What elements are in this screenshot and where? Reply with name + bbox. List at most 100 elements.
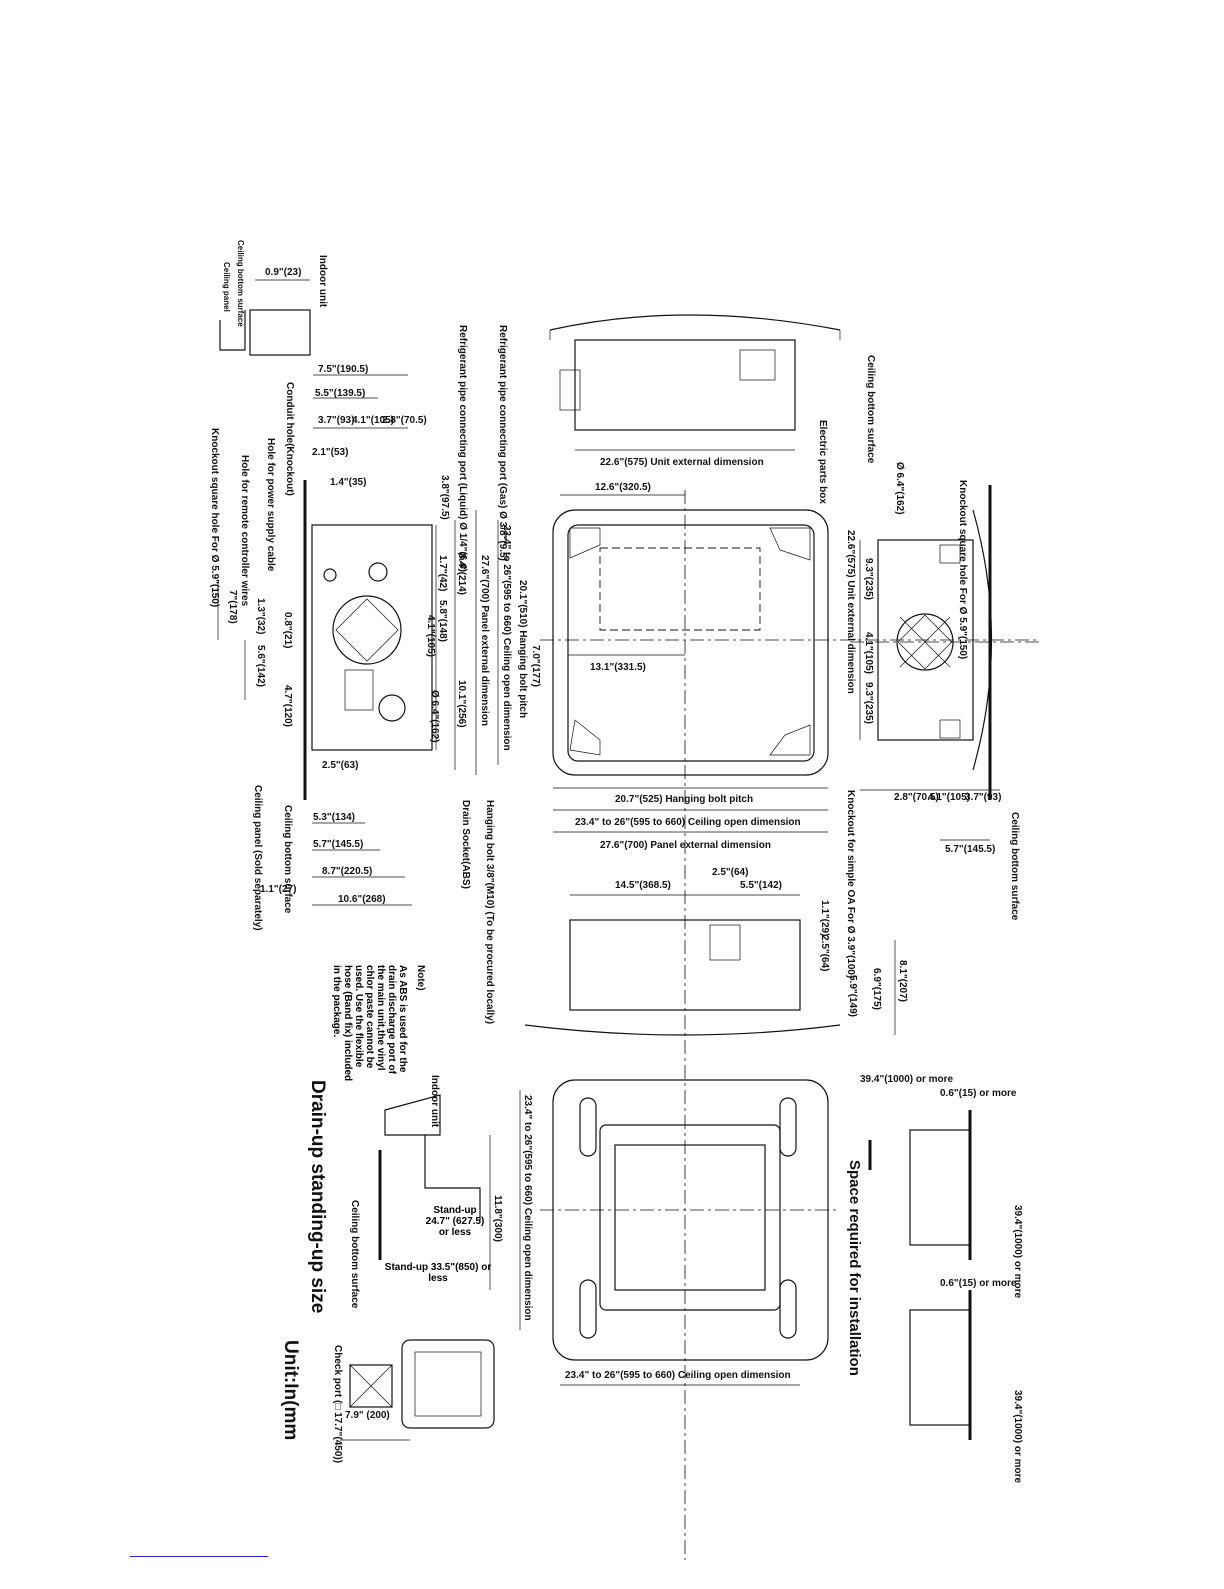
- standup-2-label: Stand-up 33.5"(850) or less: [384, 1262, 492, 1284]
- note-body-box: As ABS is used for the drain discharge p…: [331, 965, 408, 1082]
- dim-2-8-label: 2.8"(70.5): [894, 792, 939, 803]
- dim-1-7-label: 1.7"(42): [437, 555, 448, 591]
- clear-39-4c-label: 39.4"(1000) or more: [1012, 1390, 1023, 1484]
- knockout-circle-left: [332, 595, 402, 665]
- dim-9-3b-label: 9.3"(235): [863, 682, 874, 724]
- bracket-4: [769, 724, 811, 756]
- knockout-square-left-label: Knockout square hole For Ø 5.9"(150): [209, 428, 220, 607]
- hole-remote-label: Hole for remote controller wires: [239, 455, 250, 607]
- hole-power-label: Hole for power supply cable: [265, 438, 276, 572]
- left-plate: [344, 669, 374, 711]
- dim-2-5-left-label: 2.5"(63): [322, 760, 358, 771]
- dim-12-6-label: 12.6"(320.5): [595, 482, 651, 493]
- hanging-bolt-label: Hanging bolt 3/8"(M10) (To be procured l…: [484, 800, 495, 1024]
- check-7-9-label: 7.9" (200): [345, 1410, 390, 1421]
- dim-3-8-label: 3.8"(97.5): [439, 475, 450, 520]
- check-port-detail: Check port (□ 17.7"(450)) 7.9" (200) Uni…: [280, 1339, 495, 1463]
- drain-11-8-label: 11.8"(300): [492, 1195, 503, 1242]
- dim-5-5-lower-label: 5.5"(142): [740, 880, 782, 891]
- standup-2-box: Stand-up 33.5"(850) or less: [384, 1262, 492, 1284]
- bracket-3: [569, 719, 601, 756]
- dim-5-6-label: 5.6"(142): [255, 645, 266, 687]
- ceiling-panel-lower: [524, 1024, 841, 1036]
- check-port-panel: [401, 1339, 495, 1429]
- bracket-1: [569, 527, 601, 559]
- drain-indoor-label: Indoor unit: [429, 1075, 440, 1128]
- hanger-right-1: [939, 544, 961, 564]
- dim-0-8-label: 0.8"(21): [282, 612, 293, 648]
- electric-box-label: Electric parts box: [817, 420, 828, 504]
- dim-3-7-label: 3.7"(93): [965, 792, 1001, 803]
- conduit-hole: [323, 568, 337, 582]
- ceiling-bottom-top-label: Ceiling bottom surface: [865, 355, 876, 464]
- drain-ceiling-label: Ceiling bottom surface: [349, 1200, 360, 1309]
- check-x-b: [349, 1364, 393, 1408]
- dim-10-6-label: 10.6"(268): [338, 894, 386, 905]
- drain-socket-label: Drain Socket(ABS): [460, 800, 471, 889]
- dim-5-8-label: 5.8"(148): [437, 600, 448, 642]
- footer-rule: [130, 1556, 268, 1557]
- pipe-ports-top: [559, 369, 581, 411]
- dim-14-5-label: 14.5"(368.5): [615, 880, 671, 891]
- dim-6-9-label: 6.9"(175): [871, 968, 882, 1010]
- clearance-unit-2: [909, 1309, 971, 1426]
- dim-4-1b-left-label: 4.1"(105): [425, 615, 436, 657]
- dim-4-1-label: 4.1"(105): [863, 632, 874, 674]
- dim-4-1-left-label: 4.1"(105): [352, 415, 394, 426]
- dim-5-5-label: 5.5"(139.5): [315, 388, 365, 399]
- note-block: Note) As ABS is used for the drain disch…: [331, 965, 426, 1082]
- detail-panel: [219, 310, 246, 351]
- dim-5-3-label: 5.3"(134): [313, 812, 355, 823]
- bottom-grille-view: 23.4" to 26"(595 to 660) Ceiling open di…: [519, 1079, 840, 1386]
- dia-6-4-label-right: Ø 6.4"(162): [894, 462, 905, 515]
- dim-1-1-label: 1.1"(27): [260, 884, 296, 895]
- dim-8-1-label: 8.1"(207): [897, 960, 908, 1002]
- dim-9-3a-label: 9.3"(235): [863, 558, 874, 600]
- unit-ext-top-label: 22.6"(575) Unit external dimension: [600, 457, 764, 468]
- louver-3: [579, 1279, 597, 1339]
- left-side-view: 7.5"(190.5) 5.5"(139.5) 3.7"(93) 4.1"(10…: [209, 364, 495, 1024]
- dim-4-7-label: 4.7"(120): [282, 685, 293, 727]
- dim-1-4-label: 1.4"(35): [330, 477, 366, 488]
- panel-ext-v-label: 27.6"(700) Panel external dimension: [479, 555, 490, 726]
- ceiling-open-bottom-v-label: 23.4" to 26"(595 to 660) Ceiling open di…: [522, 1095, 533, 1321]
- check-port-label: Check port (□ 17.7"(450)): [332, 1345, 343, 1463]
- ceiling-panel-top: [549, 314, 841, 331]
- grille-mesh: [614, 1144, 766, 1291]
- ceiling-bottom-left-label: Ceiling bottom surface: [282, 805, 293, 914]
- dim-5-9-label: 5.9"(149): [847, 975, 858, 1017]
- unit-body-top: [574, 339, 796, 431]
- dim-5-7-left-label: 5.7"(145.5): [313, 839, 363, 850]
- dim-5-7-label: 5.7"(145.5): [945, 844, 995, 855]
- clear-39-4a-label: 39.4"(1000) or more: [860, 1074, 954, 1085]
- dim-2-5b-lower-label: 2.5"(64): [819, 935, 830, 971]
- knockout-circle-right: [896, 613, 954, 671]
- dim-7-0-label: 7.0"(177): [530, 645, 541, 687]
- power-hole: [368, 562, 388, 582]
- hanging-pitch-v-label: 20.1"(510) Hanging bolt pitch: [517, 580, 528, 718]
- unit-outline: [567, 524, 815, 762]
- right-side-view: Knockout square hole For Ø 5.9"(150) Ø 6…: [845, 462, 1040, 978]
- note-body: As ABS is used for the drain discharge p…: [331, 965, 408, 1082]
- install-space-title: Space required for installation: [846, 1160, 863, 1376]
- unit-body-left: [311, 524, 433, 751]
- drain-indoor-unit: [384, 1094, 441, 1136]
- refrigerant-liquid-label: Refrigerant pipe connecting port (Liquid…: [457, 325, 468, 572]
- ceiling-open-v-label: 23.4" to 26"(595 to 660) Ceiling open di…: [501, 525, 512, 751]
- dim-0-9-label: 0.9"(23): [265, 267, 301, 278]
- dim-3-7-left-label: 3.7"(93): [318, 415, 354, 426]
- unit-label: Unit:In(mm: [280, 1340, 301, 1440]
- dim-2-5-lower-label: 2.5"(64): [712, 867, 748, 878]
- dim-1-3-label: 1.3"(32): [255, 598, 266, 634]
- knockout-square-label-1: Knockout square hole For Ø 5.9"(150): [957, 480, 968, 659]
- dim-8-4-label: 8.4"(214): [456, 553, 467, 595]
- louver-1: [579, 1097, 597, 1157]
- dim-7-5-label: 7.5"(190.5): [318, 364, 368, 375]
- drain-up-detail: 11.8"(300) Indoor unit Ceiling bottom su…: [307, 1075, 503, 1313]
- unit-body-lower: [569, 919, 801, 1011]
- drain-socket-circle: [378, 694, 406, 722]
- ceiling-panel-left-label: Ceiling panel (Sold separately): [252, 785, 263, 931]
- note-title: Note): [415, 965, 426, 991]
- dim-2-8-left-label: 2.8"(70.5): [382, 415, 427, 426]
- detail-ceiling-bottom-label: Ceiling bottom surface: [236, 240, 245, 327]
